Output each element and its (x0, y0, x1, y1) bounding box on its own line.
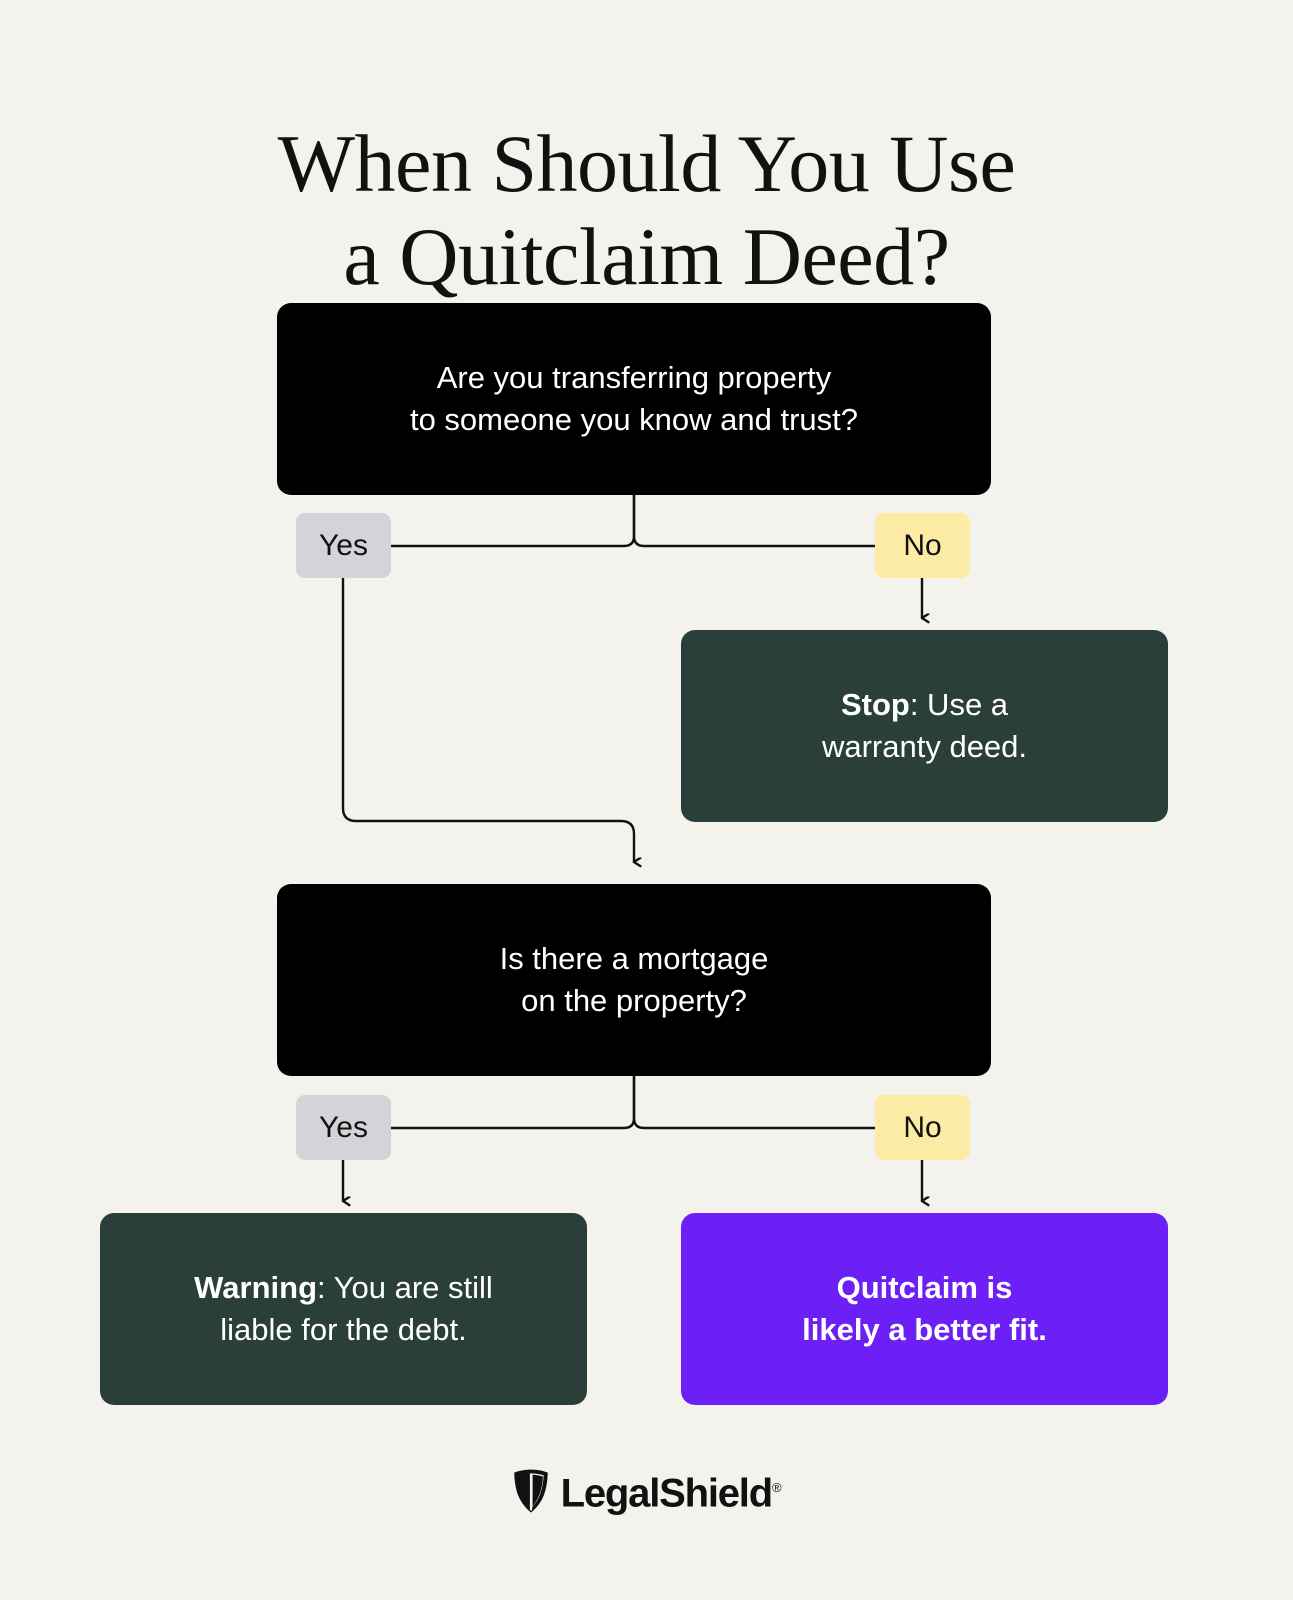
branch-2-connector (389, 1074, 877, 1130)
page-title-line-1: When Should You Use (277, 117, 1016, 209)
branch-1-connector (389, 493, 877, 548)
question-1-line-1: Are you transferring property (436, 360, 832, 395)
question-1-text: Are you transferring property to someone… (392, 357, 876, 441)
question-2-line-1: Is there a mortgage (499, 941, 769, 976)
outcome-box-stop-warranty-deed: Stop: Use a warranty deed. (681, 630, 1168, 822)
legalshield-wordmark: LegalShield® (560, 1468, 782, 1516)
warning-box-lead: Warning (194, 1270, 318, 1305)
page-title-line-2: a Quitclaim Deed? (343, 210, 950, 302)
question-box-transferring-property: Are you transferring property to someone… (277, 303, 991, 495)
branch-2-yes-pill[interactable]: Yes (296, 1095, 391, 1160)
registered-trademark-mark: ® (771, 1480, 782, 1496)
question-box-mortgage-on-property: Is there a mortgage on the property? (277, 884, 991, 1076)
branch-2-yes-label: Yes (319, 1110, 368, 1144)
stop-box-line-2: warranty deed. (821, 729, 1028, 764)
outcome-box-warning-liable-for-debt: Warning: You are still liable for the de… (100, 1213, 587, 1405)
question-2-text: Is there a mortgage on the property? (482, 938, 787, 1022)
branch-1-yes-pill[interactable]: Yes (296, 513, 391, 578)
quitclaim-box-line-1: Quitclaim is (836, 1270, 1013, 1305)
branch-2-no-label: No (903, 1110, 942, 1144)
stop-box-lead: Stop (840, 687, 910, 722)
legalshield-logo: LegalShield® (0, 1468, 1293, 1514)
warning-box-rest: : You are still (317, 1270, 493, 1305)
shield-icon (513, 1469, 548, 1513)
yes-1-to-question-2-arrow (341, 576, 634, 862)
branch-1-no-label: No (903, 528, 942, 562)
stop-box-rest: : Use a (909, 687, 1009, 722)
question-1-line-2: to someone you know and trust? (409, 402, 859, 437)
branch-2-no-pill[interactable]: No (875, 1095, 970, 1160)
warning-box-text: Warning: You are still liable for the de… (176, 1267, 511, 1351)
result-box-quitclaim-better-fit: Quitclaim is likely a better fit. (681, 1213, 1168, 1405)
legalshield-brand-text: LegalShield (560, 1471, 773, 1516)
page-title: When Should You Use a Quitclaim Deed? (0, 117, 1293, 303)
quitclaim-box-line-2: likely a better fit. (802, 1312, 1047, 1347)
branch-1-yes-label: Yes (319, 528, 368, 562)
branch-1-no-pill[interactable]: No (875, 513, 970, 578)
question-2-line-2: on the property? (521, 983, 747, 1018)
stop-box-text: Stop: Use a warranty deed. (804, 684, 1045, 768)
quitclaim-box-text: Quitclaim is likely a better fit. (784, 1267, 1065, 1351)
warning-box-line-2: liable for the debt. (220, 1312, 467, 1347)
